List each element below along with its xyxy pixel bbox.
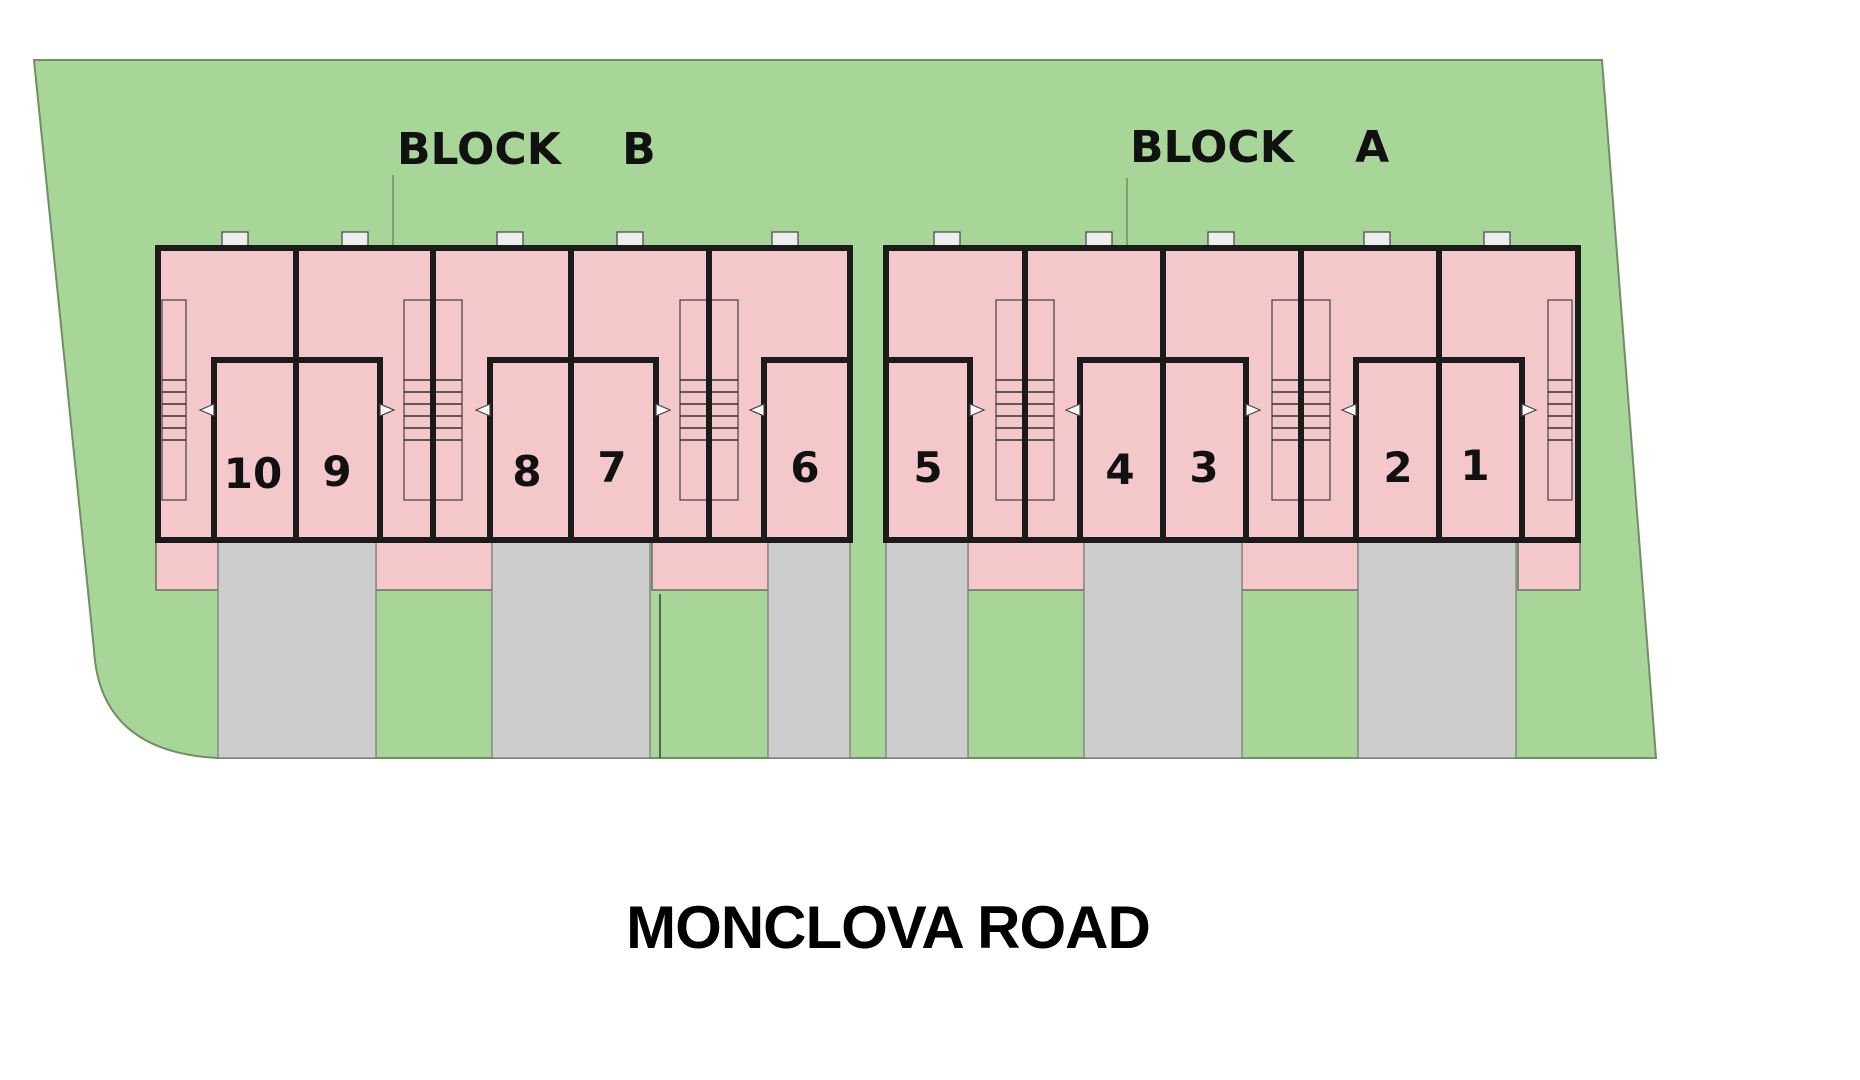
driveway xyxy=(1083,541,1243,759)
unit-number: 10 xyxy=(224,449,282,498)
driveway xyxy=(491,541,651,759)
driveway xyxy=(767,541,851,759)
block-a-building xyxy=(883,231,1581,759)
unit-number: 9 xyxy=(322,447,351,496)
block-b-label: BLOCK B xyxy=(397,124,656,175)
block-a-label: BLOCK A xyxy=(1130,122,1389,173)
driveway xyxy=(1357,541,1517,759)
unit-number: 2 xyxy=(1383,443,1412,492)
unit-number: 4 xyxy=(1105,445,1134,494)
driveway xyxy=(885,541,969,759)
unit-number: 6 xyxy=(790,443,819,492)
unit-number: 5 xyxy=(913,443,942,492)
unit-number: 1 xyxy=(1460,441,1489,490)
unit-number: 3 xyxy=(1189,443,1218,492)
driveway xyxy=(217,541,377,759)
unit-number: 8 xyxy=(512,447,541,496)
road-name: MONCLOVA ROAD xyxy=(626,894,1150,961)
unit-number: 7 xyxy=(597,443,626,492)
block-b-building xyxy=(155,231,853,759)
